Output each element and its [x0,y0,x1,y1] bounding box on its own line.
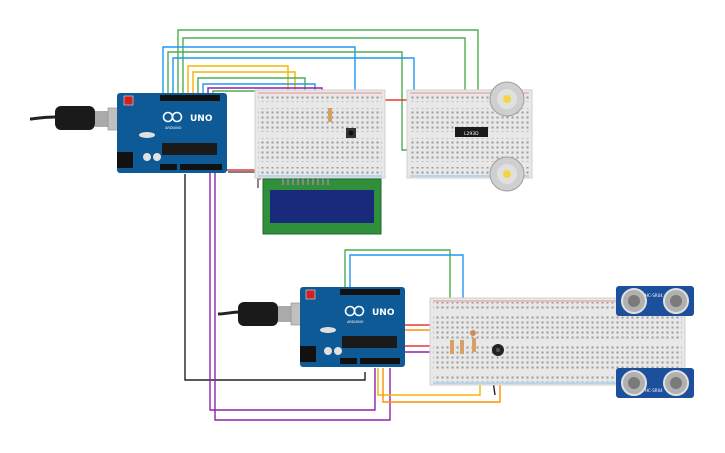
piezo-buzzer [492,344,504,356]
reset-button-bottom[interactable] [305,289,316,300]
wire-green-top-2[interactable] [182,37,466,105]
photoresistor [470,330,476,336]
ultrasonic-sensor-bottom[interactable]: HC-SR04 [616,368,694,398]
mcu-chip-bottom [342,336,397,348]
usb-plug-bottom [238,302,278,326]
digital-header-bottom [340,289,400,295]
usb-cable-bottom [217,310,241,316]
capacitor-bottom-1 [324,347,332,355]
arduino-logo-top: ARDUINO [162,111,183,130]
arduino-logo-bottom: ARDUINO [344,305,365,324]
power-header-bottom [340,358,357,364]
ultrasonic-bottom-label: HC-SR04 [645,388,663,393]
usb-connector-bottom [278,306,294,322]
arduino-top-logo-text: ARDUINO [165,126,182,130]
crystal-bottom [320,327,336,333]
power-jack-bottom [300,346,316,362]
arduino-top[interactable]: ARDUINO UNO [29,93,227,173]
resistor-bottom-1 [450,340,454,354]
wire-black-top-1[interactable] [184,174,366,381]
wire-green-bottom-1[interactable] [344,249,451,340]
ultrasonic-top-label: HC-SR04 [645,293,663,298]
reset-button-top[interactable] [123,95,134,106]
wire-purple-long-2[interactable] [214,172,391,421]
usb-connector-top [95,111,111,127]
wire-gray-top-1[interactable] [228,171,259,188]
resistor-bottom-2 [460,340,464,354]
arduino-top-board [117,93,227,173]
usb-plug-top [55,106,95,130]
arduino-bottom-brand: UNO [372,308,395,318]
dc-motor-top[interactable] [489,81,525,117]
arduino-bottom-logo-text: ARDUINO [347,320,364,324]
crystal-top [139,132,155,138]
dc-motor-bottom[interactable] [489,156,525,192]
motor-driver-label: L293D [464,131,479,137]
capacitor-top-1 [143,153,151,161]
breadboard-top-left[interactable] [254,89,386,179]
capacitor-top-2 [153,153,161,161]
ultrasonic-sensor-top[interactable]: HC-SR04 [616,286,694,316]
capacitor-bottom-2 [334,347,342,355]
wire-purple-long-1[interactable] [209,172,376,411]
usb-cable-top [29,115,56,121]
power-jack-top [117,152,133,168]
analog-header-bottom [360,358,400,364]
motor-driver-chip [455,127,488,137]
mcu-chip-top [162,143,217,155]
analog-header-top [180,164,222,170]
arduino-top-brand: UNO [190,114,213,124]
digital-header-top [160,95,220,101]
arduino-bottom[interactable]: ARDUINO UNO [217,287,405,367]
resistor-top [328,108,332,122]
lcd-pins [282,179,329,185]
power-header-top [160,164,177,170]
resistor-bottom-3 [472,338,476,352]
lcd-display[interactable] [262,178,382,235]
